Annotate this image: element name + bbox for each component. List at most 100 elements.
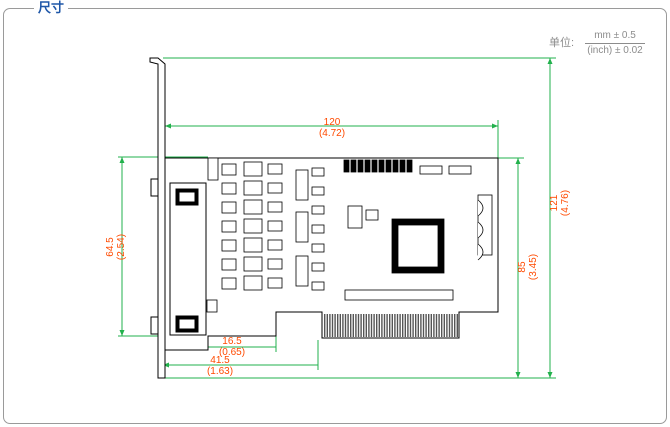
units-fraction: mm ± 0.5 (inch) ± 0.02: [585, 30, 645, 57]
gold-finger: [425, 314, 427, 337]
pcb-components: [206, 157, 493, 313]
small-ic: [206, 299, 218, 313]
port-component: [311, 167, 325, 177]
pcb-height-inch: (3.45): [528, 253, 539, 281]
port-component: [311, 224, 325, 234]
port-component: [243, 199, 263, 215]
port-component: [311, 205, 325, 215]
gold-finger: [350, 314, 352, 337]
dim-label-pcb-width: 120 (4.72): [316, 117, 348, 139]
gold-finger: [370, 314, 373, 337]
gold-finger: [417, 314, 419, 337]
total-height-mm: 121: [549, 194, 560, 212]
gold-finger-contacts: [324, 314, 458, 337]
units-secondary: (inch) ± 0.02: [587, 45, 643, 56]
port-component: [221, 220, 237, 233]
gold-finger: [360, 314, 362, 337]
gold-finger: [412, 314, 414, 337]
header-pin: [378, 159, 385, 173]
port-component: [221, 182, 237, 195]
gold-finger: [368, 314, 370, 337]
gold-finger: [430, 314, 432, 337]
arrow-down: [547, 372, 553, 378]
port-component: [267, 182, 283, 194]
arrow-left: [165, 123, 171, 129]
gold-finger: [404, 314, 406, 337]
gold-finger: [402, 314, 404, 337]
port-component: [221, 277, 237, 290]
gold-finger: [365, 314, 367, 337]
pcb-outline: [164, 157, 499, 351]
port-component: [267, 277, 283, 289]
header-pin: [399, 159, 406, 173]
port-component: [221, 239, 237, 252]
bracket-to-gold-mm: 41.5: [210, 355, 230, 366]
gold-finger: [441, 314, 443, 337]
arrow-down: [119, 330, 125, 336]
gold-finger: [386, 314, 388, 337]
gold-finger: [363, 314, 365, 337]
header-pin: [406, 159, 413, 173]
gold-finger: [352, 314, 354, 337]
gold-finger: [334, 314, 336, 337]
port-component: [267, 163, 283, 175]
gold-finger: [438, 314, 440, 337]
bus-resistors: [344, 289, 454, 301]
section-title: 尺寸: [34, 0, 69, 15]
units-primary: mm ± 0.5: [594, 30, 636, 41]
port-component: [267, 201, 283, 213]
mounting-bracket: [149, 57, 166, 379]
gold-finger: [435, 314, 438, 337]
gold-finger: [389, 314, 391, 337]
port-component: [221, 163, 237, 176]
gold-finger: [329, 314, 331, 337]
gold-finger: [355, 314, 357, 337]
gold-finger: [446, 314, 448, 337]
units-label: 单位:: [549, 37, 575, 49]
pcb-width-mm: 120: [323, 117, 341, 128]
bracket-to-edge-inch: (0.65): [218, 347, 246, 358]
header-pin: [371, 159, 378, 173]
gold-finger: [407, 314, 409, 337]
arrow-right: [492, 123, 498, 129]
port-component: [311, 243, 325, 253]
port-component: [243, 180, 263, 196]
port-component: [221, 258, 237, 271]
gold-finger: [324, 314, 326, 337]
gold-finger: [409, 314, 412, 337]
header-pin: [392, 159, 399, 173]
gold-finger: [433, 314, 435, 337]
port-component: [267, 258, 283, 270]
bracket-to-gold-inch: (1.63): [206, 366, 234, 377]
db-connector: [169, 182, 207, 336]
gold-finger: [456, 314, 458, 337]
gold-finger: [376, 314, 378, 337]
gold-finger: [394, 314, 396, 337]
jumper-block: [207, 157, 219, 181]
gold-finger: [415, 314, 417, 337]
gold-finger: [331, 314, 334, 337]
arrow-up: [515, 158, 521, 164]
gold-finger: [391, 314, 393, 337]
port-component: [267, 239, 283, 251]
gold-finger: [422, 314, 425, 337]
header-pin: [350, 159, 357, 173]
gold-finger: [451, 314, 453, 337]
gold-finger: [396, 314, 399, 337]
connector-height-inch: (2.54): [116, 233, 127, 261]
port-component: [311, 262, 325, 272]
port-component: [243, 218, 263, 234]
gold-finger: [383, 314, 386, 337]
dim-label-bracket-to-gold: 41.5 (1.63): [204, 355, 236, 377]
total-height-inch: (4.76): [560, 189, 571, 217]
gold-finger: [399, 314, 401, 337]
dim-label-bracket-to-edge: 16.5 (0.65): [216, 336, 248, 358]
header-pin: [385, 159, 392, 173]
port-component: [243, 161, 263, 177]
port-component: [243, 256, 263, 272]
gold-finger: [378, 314, 380, 337]
gold-finger: [428, 314, 430, 337]
dim-label-pcb-height: 85 (3.45): [517, 247, 539, 287]
dim-label-total-height: 121 (4.76): [549, 183, 571, 223]
